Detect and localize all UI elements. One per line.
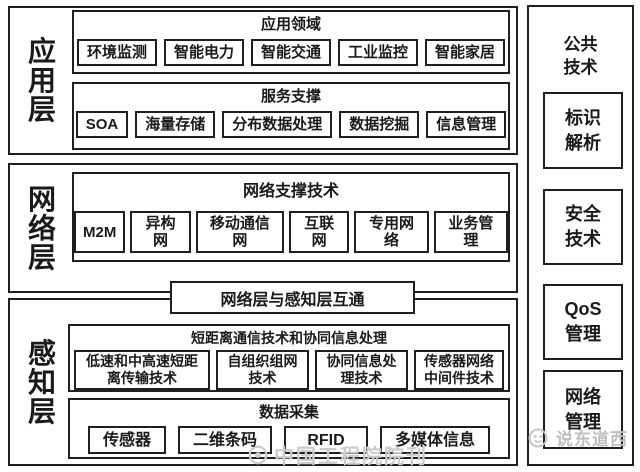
common-tech-title: 公共技术 (563, 35, 598, 77)
network-box: 异构网 (130, 211, 191, 253)
common-tech-box-label: 安全技术 (565, 204, 601, 249)
collection-box: 多媒体信息 (380, 426, 491, 454)
right-watermark: 说东道西 (527, 425, 628, 450)
domain-box: 智能交通 (250, 39, 331, 66)
center-watermark-text: 中国工程院院刊 (274, 446, 428, 468)
service-box: SOA (75, 111, 129, 138)
mascot-face-icon (527, 427, 551, 449)
collection-box: 二维条码 (177, 426, 272, 454)
network-support-section: 网络支撑技术 M2M 异构网 移动通信网 互联网 专用网络 业务管理 (72, 172, 510, 262)
common-tech-box: 标识解析 (543, 92, 623, 169)
service-box: 海量存储 (135, 111, 216, 138)
right-watermark-text: 说东道西 (556, 430, 628, 449)
common-tech-box: QoS管理 (543, 284, 623, 360)
data-collection-title: 数据采集 (258, 404, 319, 421)
center-watermark: 中国工程院院刊 (247, 440, 428, 469)
service-box: 分布数据处理 (222, 111, 333, 138)
service-box: 信息管理 (426, 111, 507, 138)
network-support-title: 网络支撑技术 (242, 183, 339, 200)
domain-box: 智能电力 (163, 39, 244, 66)
collection-box: 传感器 (87, 426, 166, 454)
common-tech-box: 安全技术 (543, 189, 623, 265)
common-tech-box-label: QoS管理 (564, 299, 602, 344)
application-domains-title: 应用领域 (260, 16, 321, 33)
short-range-section: 短距离通信技术和协同信息处理 低速和中高速短距离传输技术 自组织组网技术 协同信… (68, 324, 510, 392)
service-support-row: SOA 海量存储 分布数据处理 数据挖掘 信息管理 (75, 111, 507, 138)
network-box: M2M (74, 211, 126, 253)
common-tech-box-label: 标识解析 (565, 107, 601, 153)
application-layer-frame (8, 6, 518, 155)
network-box: 业务管理 (433, 211, 508, 253)
layer-interconnect-box: 网络层与感知层互通 (170, 281, 415, 314)
network-box: 移动通信网 (195, 211, 285, 253)
domain-box: 智能家居 (425, 39, 506, 66)
network-layer-label: 网络层 (27, 184, 56, 273)
data-collection-section: 数据采集 传感器 二维条码 RFID 多媒体信息 (68, 398, 510, 459)
data-collection-row: 传感器 二维条码 RFID 多媒体信息 (87, 426, 491, 454)
network-box: 专用网络 (354, 211, 429, 253)
service-support-section: 服务支撑 SOA 海量存储 分布数据处理 数据挖掘 信息管理 (72, 82, 510, 150)
short-range-title: 短距离通信技术和协同信息处理 (191, 330, 387, 346)
common-tech-box: 网络管理 (543, 370, 623, 449)
application-domains-row: 环境监测 智能电力 智能交通 工业监控 智能家居 (76, 39, 506, 66)
network-support-row: M2M 异构网 移动通信网 互联网 专用网络 业务管理 (74, 211, 508, 253)
weibo-logo-icon (247, 444, 269, 466)
collection-box: RFID (284, 426, 368, 454)
layer-interconnect-label: 网络层与感知层互通 (220, 291, 365, 309)
service-support-title: 服务支撑 (260, 88, 321, 105)
short-range-box: 自组织组网技术 (216, 350, 309, 390)
short-range-box: 传感器网络中间件技术 (414, 350, 504, 390)
application-domains-section: 应用领域 环境监测 智能电力 智能交通 工业监控 智能家居 (72, 10, 510, 74)
domain-box: 环境监测 (76, 39, 157, 66)
short-range-box: 协同信息处理技术 (315, 350, 408, 390)
network-box: 互联网 (289, 211, 350, 253)
domain-box: 工业监控 (338, 39, 419, 66)
service-box: 数据挖掘 (339, 111, 420, 138)
application-layer-label: 应用层 (27, 36, 56, 125)
perception-layer-label: 感知层 (27, 338, 56, 427)
short-range-box: 低速和中高速短距离传输技术 (74, 350, 210, 390)
short-range-row: 低速和中高速短距离传输技术 自组织组网技术 协同信息处理技术 传感器网络中间件技… (74, 350, 504, 390)
common-tech-column: 公共技术 标识解析 安全技术 QoS管理 网络管理 (527, 5, 634, 466)
common-tech-box-label: 网络管理 (565, 386, 601, 432)
